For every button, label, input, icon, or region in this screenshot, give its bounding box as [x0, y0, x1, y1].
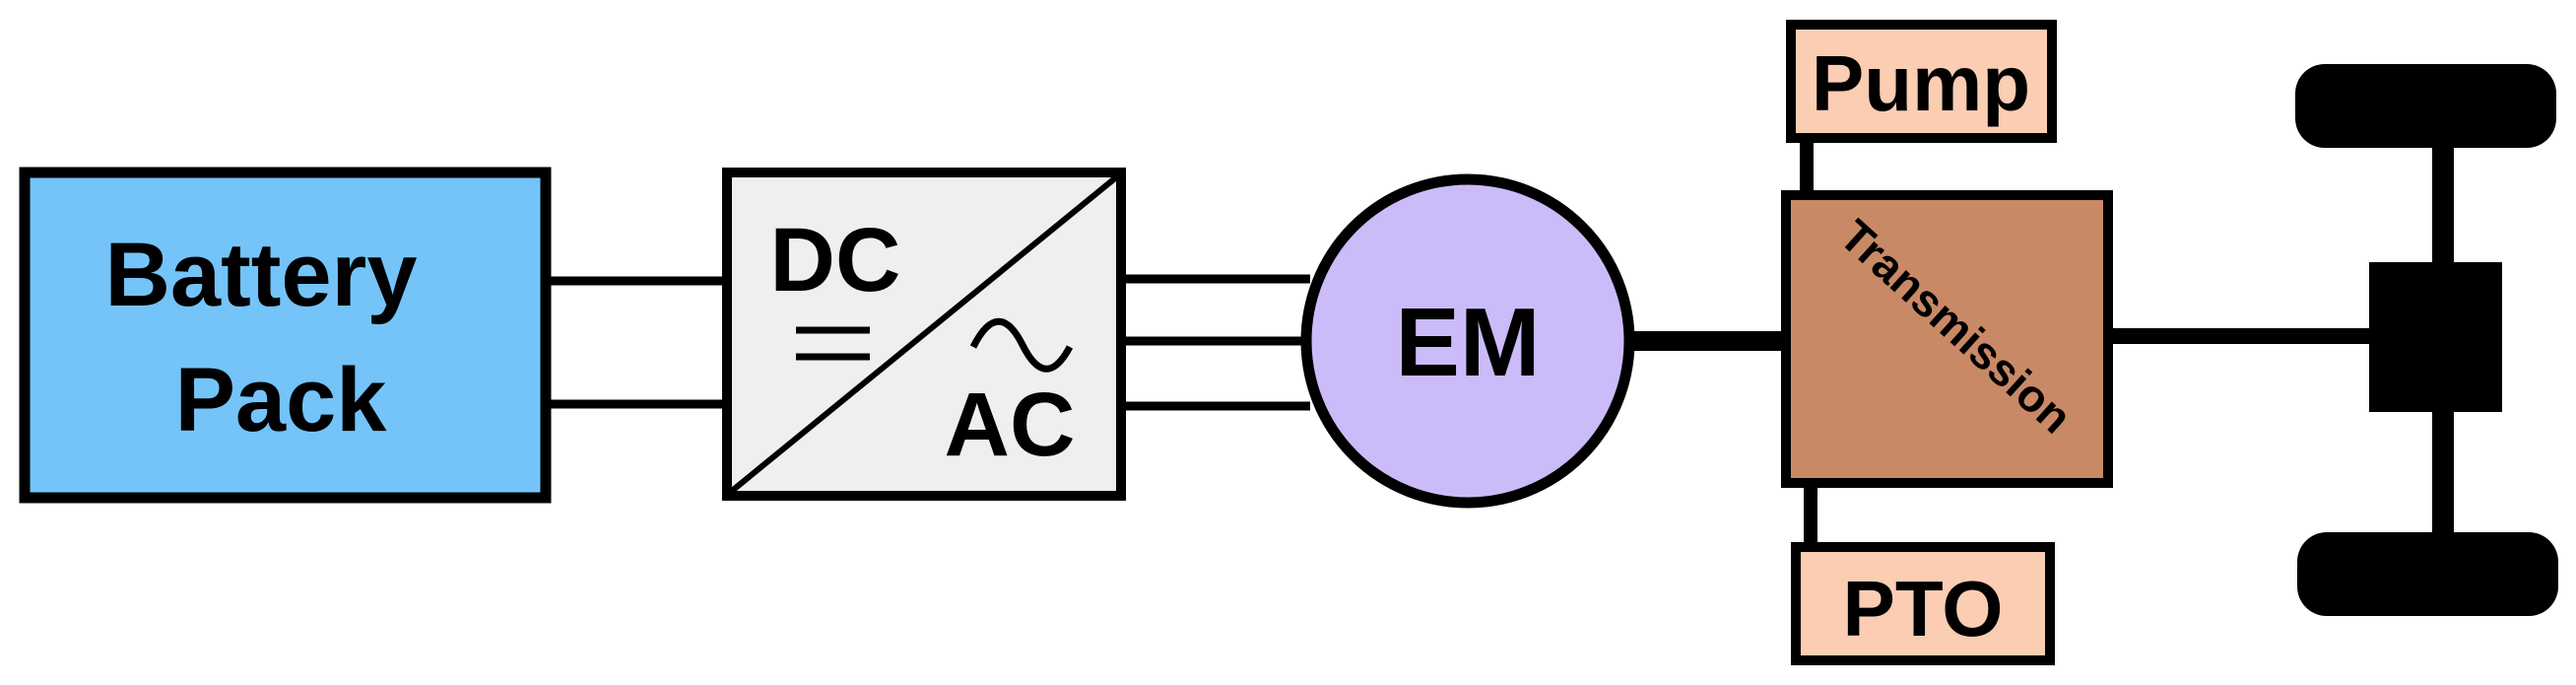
- battery-pack-box: [19, 167, 552, 504]
- pump-label: Pump: [1812, 39, 2030, 127]
- differential-icon: [2369, 262, 2502, 412]
- pto-label: PTO: [1842, 565, 2003, 652]
- battery-pack-block: Battery Pack: [19, 167, 552, 504]
- motor-circle: [1300, 173, 1635, 509]
- converter-dc-label: DC: [770, 210, 901, 310]
- converter-diagonal: [730, 174, 1118, 494]
- battery-pack-label-line2: Pack: [175, 350, 388, 450]
- ac-phase-lines: [1121, 274, 1310, 411]
- drive-axle: [2295, 64, 2558, 616]
- battery-pack-label-line1: Battery: [104, 225, 417, 325]
- motor-label: EM: [1396, 288, 1541, 396]
- dc-symbol-icon: [796, 326, 870, 361]
- pto-box: [1791, 542, 2055, 665]
- pto-block: PTO: [1791, 542, 2055, 665]
- battery-dc-link: [546, 276, 727, 409]
- pump-block: Pump: [1786, 20, 2057, 143]
- pump-box: [1786, 20, 2057, 143]
- wheel-bottom-icon: [2297, 532, 2558, 616]
- transmission-block: Transmission: [1781, 190, 2113, 488]
- electric-motor-block: EM: [1300, 173, 1635, 509]
- transmission-box: [1781, 190, 2113, 488]
- converter-ac-label: AC: [945, 375, 1076, 475]
- wheel-top-icon: [2295, 64, 2556, 148]
- dc-ac-converter-block: DC AC: [722, 168, 1126, 501]
- ac-symbol-icon: [969, 317, 1074, 373]
